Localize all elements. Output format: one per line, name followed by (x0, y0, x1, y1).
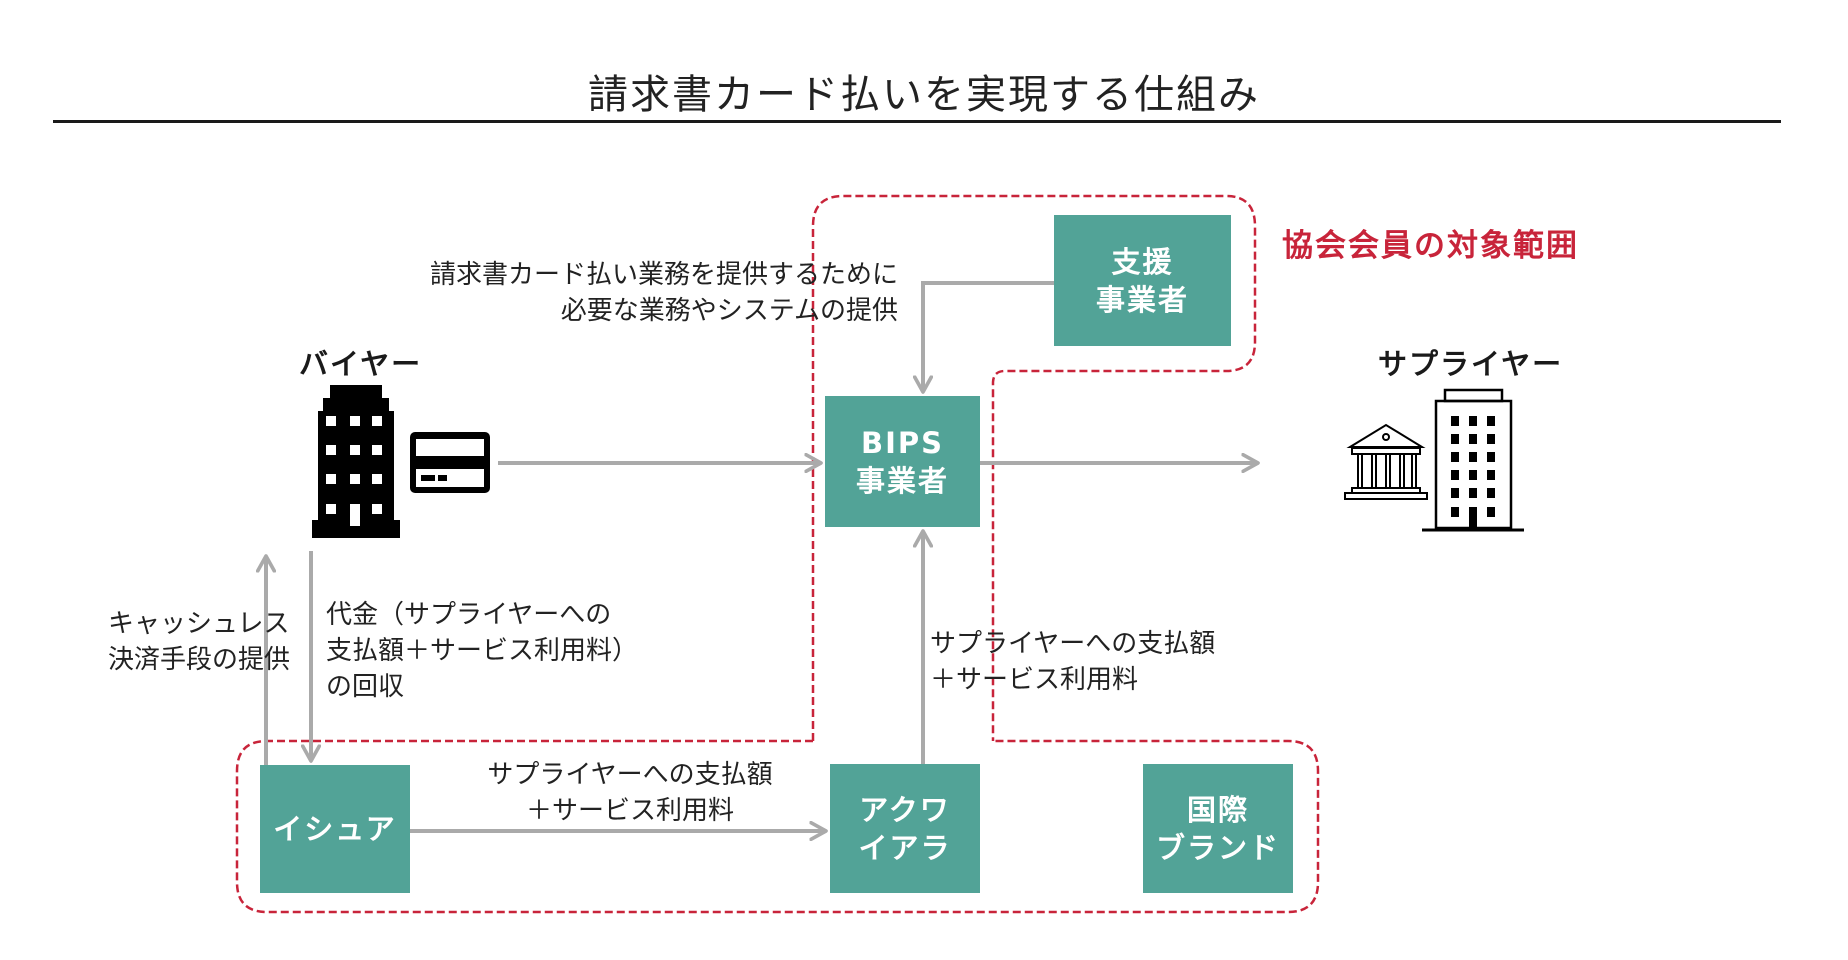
bank-icon (1344, 423, 1428, 500)
support-box-line-1: 支援 (1111, 244, 1174, 279)
cashless-note-line-1: キャッシュレス (108, 609, 290, 639)
collection-note-line-2: 支払額＋サービス利用料） (326, 636, 639, 666)
collection-note: 代金（サプライヤーへの 支払額＋サービス利用料） の回収 (326, 597, 638, 705)
issuer-to-acquirer-note: サプライヤーへの支払額 ＋サービス利用料 (460, 757, 800, 829)
acquirer-to-bips-note-line-2: ＋サービス利用料 (930, 665, 1139, 695)
issuer-to-acquirer-note-line-1: サプライヤーへの支払額 (487, 760, 773, 790)
support-box-line-2: 事業者 (1095, 282, 1189, 317)
scope-label: 協会会員の対象範囲 (1282, 228, 1579, 264)
credit-card-icon (410, 432, 490, 493)
scope-border-upper (811, 194, 1257, 741)
support-service-note: 請求書カード払い業務を提供するために 必要な業務やシステムの提供 (430, 257, 898, 329)
supplier-label: サプライヤー (1378, 347, 1564, 381)
acquirer-box-line-1: アクワ (859, 792, 951, 827)
title-divider (53, 120, 1781, 123)
collection-note-line-3: の回収 (326, 672, 405, 702)
scope-border-lower (235, 739, 1320, 914)
cashless-note-line-2: 決済手段の提供 (108, 645, 291, 675)
issuer-box-line-1: イシュア (273, 812, 397, 846)
bips-box-line-2: 事業者 (855, 463, 949, 498)
support-service-note-line-1: 請求書カード払い業務を提供するために (429, 260, 898, 290)
buyer-building-icon (312, 385, 400, 538)
issuer-to-acquirer-note-line-2: ＋サービス利用料 (525, 796, 734, 826)
brand-box-line-2: ブランド (1155, 830, 1280, 865)
support-provider-box[interactable]: 支援 事業者 (1054, 215, 1231, 346)
bips-box-line-1: BIPS (860, 425, 945, 460)
cashless-note: キャッシュレス 決済手段の提供 (108, 606, 290, 678)
international-brand-box[interactable]: 国際 ブランド (1143, 764, 1293, 893)
support-service-note-line-2: 必要な業務やシステムの提供 (560, 296, 898, 326)
acquirer-to-bips-note-line-1: サプライヤーへの支払額 (930, 629, 1216, 659)
issuer-box[interactable]: イシュア (260, 765, 410, 893)
acquirer-to-bips-note: サプライヤーへの支払額 ＋サービス利用料 (930, 626, 1215, 698)
brand-box-line-1: 国際 (1186, 792, 1249, 827)
supplier-building-icon (1422, 388, 1524, 532)
acquirer-box[interactable]: アクワ イアラ (830, 764, 980, 893)
page-title: 請求書カード払いを実現する仕組み (588, 72, 1260, 118)
buyer-label: バイヤー (299, 347, 423, 381)
bips-provider-box[interactable]: BIPS 事業者 (825, 396, 980, 527)
acquirer-box-line-2: イアラ (858, 830, 952, 865)
arrow-support-to-bips (923, 281, 1055, 392)
collection-note-line-1: 代金（サプライヤーへの (326, 600, 612, 630)
